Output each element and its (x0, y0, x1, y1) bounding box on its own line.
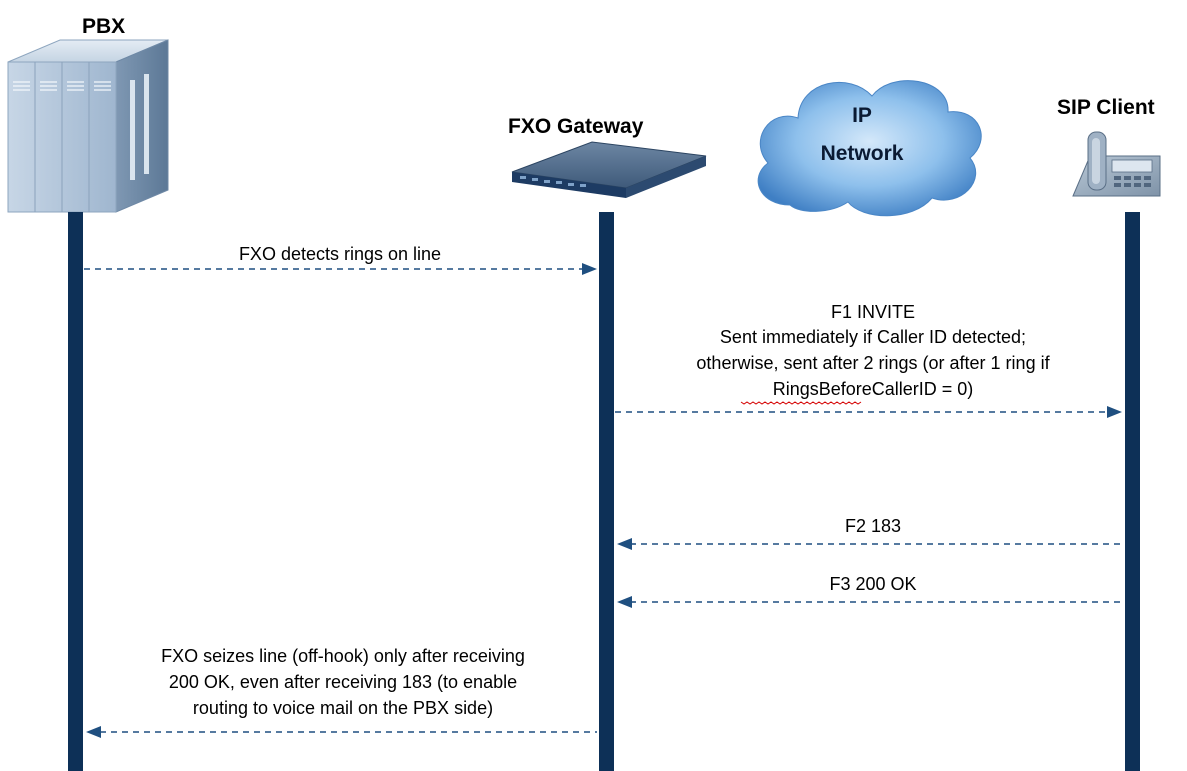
cloud-icon (757, 80, 982, 217)
pbx-cabinet-icon (7, 39, 169, 213)
arrow-left-icon (617, 538, 632, 550)
pbx-lifeline (68, 212, 83, 771)
spellcheck-underline (740, 401, 862, 405)
arrow-right-icon (1107, 406, 1122, 418)
message-detail: routing to voice mail on the PBX side) (193, 698, 493, 718)
message-rings-detected: FXO detects rings on line (84, 244, 597, 275)
gateway-device-icon (511, 141, 707, 198)
network-label-line2: Network (821, 142, 904, 165)
message-detail: 200 OK, even after receiving 183 (to ena… (169, 672, 517, 692)
pbx-label: PBX (82, 15, 125, 38)
gateway-lifeline (599, 212, 614, 771)
message-detail: Sent immediately if Caller ID detected; (720, 327, 1026, 347)
message-label: F1 INVITE (831, 302, 915, 322)
sip-client-lifeline (1125, 212, 1140, 771)
message-183: F2 183 (617, 516, 1124, 550)
arrow-left-icon (617, 596, 632, 608)
message-label: FXO detects rings on line (239, 244, 441, 264)
message-200-ok: F3 200 OK (617, 574, 1124, 608)
message-seize-line: FXO seizes line (off-hook) only after re… (86, 646, 597, 738)
network-label-line1: IP (852, 104, 872, 127)
message-detail: otherwise, sent after 2 rings (or after … (696, 353, 1050, 373)
message-label: FXO seizes line (off-hook) only after re… (161, 646, 525, 666)
arrow-right-icon (582, 263, 597, 275)
sip-client-label: SIP Client (1057, 96, 1155, 119)
message-label: F3 200 OK (829, 574, 916, 594)
message-label: F2 183 (845, 516, 901, 536)
message-detail: RingsBeforeCallerID = 0) (773, 379, 974, 399)
message-invite: F1 INVITE Sent immediately if Caller ID … (615, 302, 1122, 418)
arrow-left-icon (86, 726, 101, 738)
desk-phone-icon (1072, 131, 1161, 197)
gateway-label: FXO Gateway (508, 115, 644, 138)
